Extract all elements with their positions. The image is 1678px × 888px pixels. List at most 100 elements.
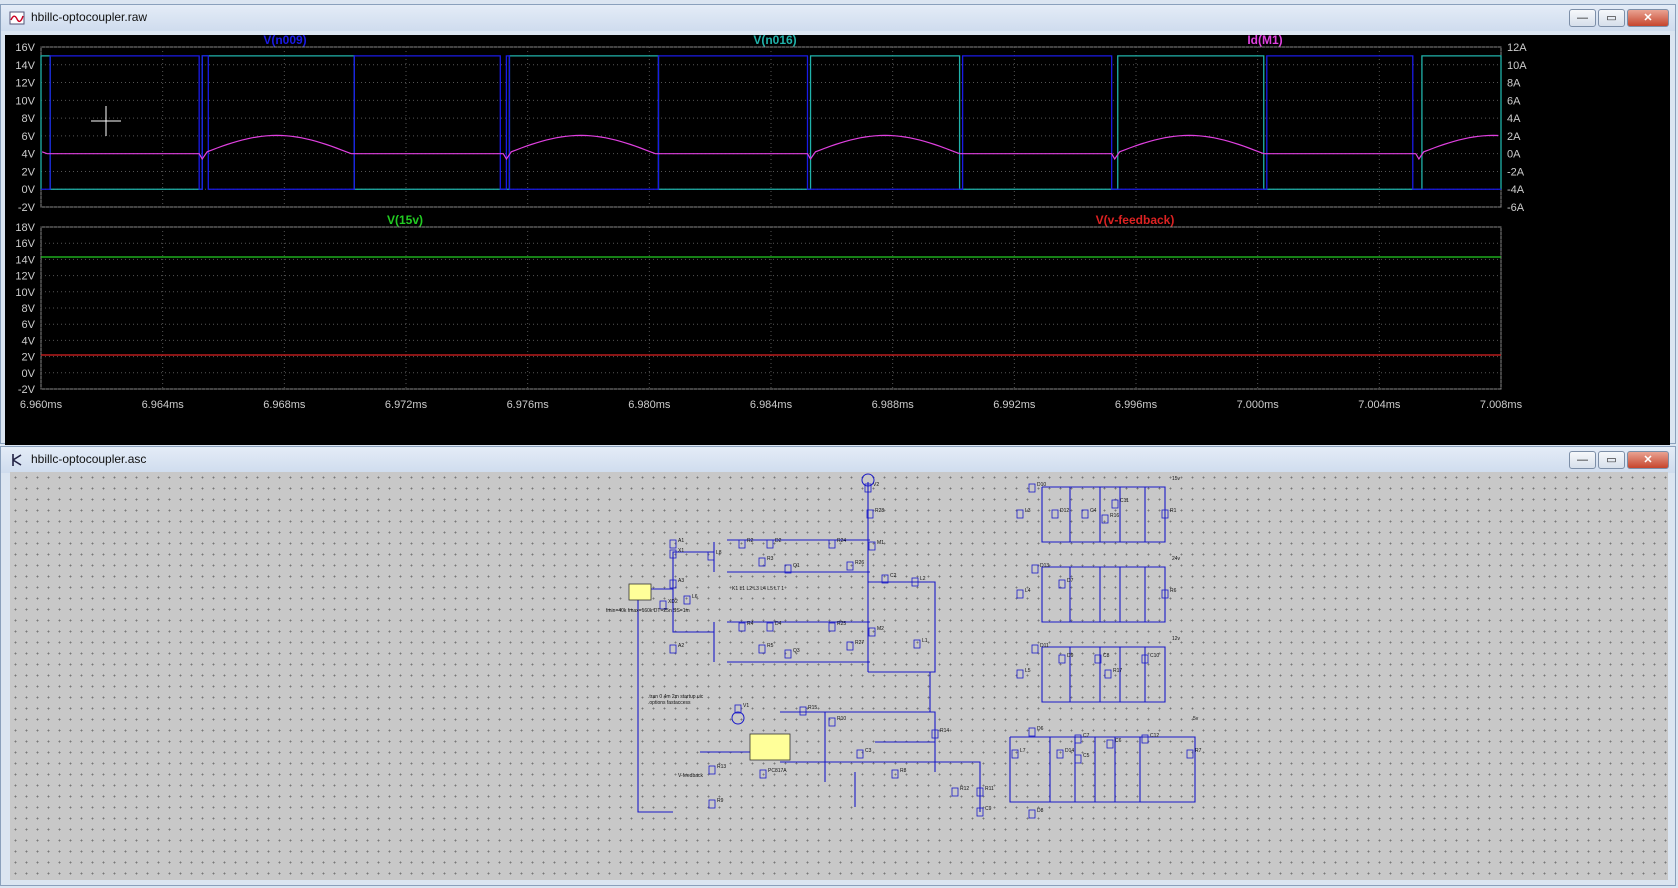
y-right-tick-label: 12A xyxy=(1507,42,1527,54)
close-button[interactable]: ✕ xyxy=(1627,451,1669,469)
schematic-component xyxy=(758,557,766,567)
spice-directive: .options fastaccess xyxy=(648,700,691,706)
y-left-tick-label: 10V xyxy=(15,95,35,107)
x-tick-label: 7.008ms xyxy=(1480,399,1523,411)
y-left-tick-label: 16V xyxy=(15,42,35,54)
schematic-titlebar[interactable]: hbillc-optocoupler.asc — ▭ ✕ xyxy=(1,447,1675,473)
x-tick-label: 6.992ms xyxy=(993,399,1036,411)
y-tick-label: 6V xyxy=(22,319,36,331)
component-label: D13 xyxy=(1040,563,1049,569)
waveform-app-icon xyxy=(9,11,25,25)
component-label: L3 xyxy=(1025,508,1031,514)
component-label: R17 xyxy=(1113,668,1122,674)
component-label: R10 xyxy=(837,716,846,722)
trace-v-n009 xyxy=(41,55,1501,190)
schematic-component xyxy=(1016,509,1024,519)
schematic-component xyxy=(784,564,792,574)
waveform-titlebar[interactable]: hbillc-optocoupler.raw — ▭ ✕ xyxy=(1,5,1675,31)
schematic-component xyxy=(1141,654,1149,664)
schematic-component xyxy=(891,769,899,779)
component-label: D8 xyxy=(1037,808,1044,814)
y-tick-label: 10V xyxy=(15,287,35,299)
component-label: L7 xyxy=(1020,748,1026,754)
component-label: R12 xyxy=(960,786,969,792)
component-label: R3 xyxy=(767,556,774,562)
param-directive: fmin=40k fmax=160k DT=25n SS=1m xyxy=(606,608,690,614)
minimize-button[interactable]: — xyxy=(1569,451,1596,469)
component-label: V2 xyxy=(873,482,879,488)
ic-u1-symbol xyxy=(628,583,652,601)
schematic-component xyxy=(738,539,746,549)
voltage-source-v1 xyxy=(731,711,745,725)
schematic-component xyxy=(1056,749,1064,759)
component-label: R15 xyxy=(808,705,817,711)
x-tick-label: 6.980ms xyxy=(628,399,671,411)
schematic-component xyxy=(1161,589,1169,599)
x-tick-label: 6.976ms xyxy=(507,399,550,411)
component-label: A3 xyxy=(678,578,684,584)
component-label: R5 xyxy=(767,643,774,649)
x-tick-label: 6.964ms xyxy=(142,399,185,411)
wire xyxy=(1041,646,1166,703)
trace-id-m1 xyxy=(41,134,1499,161)
schematic-drawing[interactable]: U1XD2L6L8R2D2Q1R24M1R26C2L2L1R4D4Q3R25M2… xyxy=(10,472,1668,880)
schematic-component xyxy=(738,622,746,632)
maximize-button[interactable]: ▭ xyxy=(1598,451,1625,469)
schematic-component xyxy=(1058,579,1066,589)
trace-name-label: V(n009) xyxy=(263,35,306,47)
y-left-tick-label: 6V xyxy=(22,131,36,143)
schematic-component xyxy=(1074,754,1082,764)
schematic-component xyxy=(669,549,677,559)
net-label: V-feedback xyxy=(678,773,704,779)
spice-directive: .tran 0 4m 2m startup uic xyxy=(648,694,704,700)
component-label: A1 xyxy=(678,538,684,544)
schematic-canvas[interactable]: U1XD2L6L8R2D2Q1R24M1R26C2L2L1R4D4Q3R25M2… xyxy=(10,472,1668,880)
y-tick-label: 4V xyxy=(22,335,36,347)
schematic-component xyxy=(846,561,854,571)
wire xyxy=(1041,566,1166,623)
schematic-component xyxy=(931,729,939,739)
component-label: Q1 xyxy=(793,563,800,569)
wire xyxy=(868,581,936,673)
component-label: C7 xyxy=(1083,733,1090,739)
y-right-tick-label: 10A xyxy=(1507,60,1527,72)
y-left-tick-label: -2V xyxy=(18,202,36,214)
schematic-component xyxy=(669,539,677,549)
schematic-component xyxy=(1028,483,1036,493)
y-left-tick-label: 4V xyxy=(22,149,36,161)
y-tick-label: 18V xyxy=(15,222,35,234)
component-label: R13 xyxy=(717,764,726,770)
close-button[interactable]: ✕ xyxy=(1627,9,1669,27)
component-label: R27 xyxy=(855,640,864,646)
schematic-component xyxy=(683,595,691,605)
y-tick-label: 8V xyxy=(22,303,36,315)
schematic-component xyxy=(734,704,742,714)
wire xyxy=(1009,736,1196,803)
schematic-component xyxy=(951,787,959,797)
schematic-component xyxy=(708,799,716,809)
schematic-component xyxy=(1031,564,1039,574)
schematic-component xyxy=(1058,654,1066,664)
component-label: D11 xyxy=(1040,643,1049,649)
schematic-component xyxy=(766,622,774,632)
schematic-component xyxy=(976,787,984,797)
component-label: C9 xyxy=(985,806,992,812)
schematic-component xyxy=(1141,734,1149,744)
component-label: L4 xyxy=(1025,588,1031,594)
component-label: R7 xyxy=(1195,748,1202,754)
y-left-tick-label: 0V xyxy=(22,184,36,196)
x-tick-label: 7.004ms xyxy=(1358,399,1401,411)
component-label: R2 xyxy=(747,538,754,544)
x-tick-label: 6.968ms xyxy=(263,399,306,411)
schematic-component xyxy=(1111,499,1119,509)
y-tick-label: 0V xyxy=(22,368,36,380)
minimize-button[interactable]: — xyxy=(1569,9,1596,27)
schematic-component xyxy=(1028,809,1036,819)
schematic-component xyxy=(1031,644,1039,654)
schematic-component xyxy=(911,577,919,587)
component-label: PC817A xyxy=(768,768,787,774)
maximize-button[interactable]: ▭ xyxy=(1598,9,1625,27)
